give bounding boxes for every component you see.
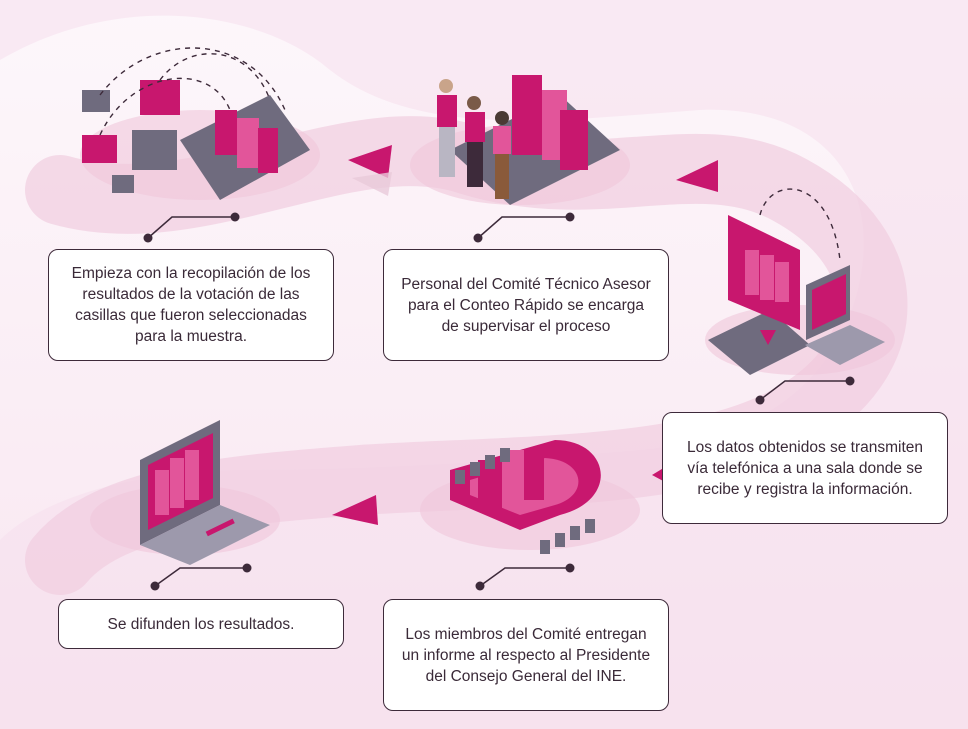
step-5-box: Se difunden los resultados. (58, 599, 344, 649)
step-4-text: Los miembros del Comité entregan un info… (401, 625, 651, 685)
step-5-text: Se difunden los resultados. (107, 615, 295, 633)
meeting-table-icon (420, 440, 640, 554)
arrow-right-icon (676, 160, 718, 192)
computer-icon (705, 188, 895, 375)
step-2-text: Personal del Comité Técnico Asesor para … (401, 275, 651, 335)
step-1-text: Empieza con la recopilación de los resul… (71, 265, 311, 345)
step-2-box: Personal del Comité Técnico Asesor para … (383, 249, 669, 361)
step-3-text: Los datos obtenidos se transmiten vía te… (686, 438, 924, 498)
people-icon (410, 75, 630, 205)
laptop-icon (90, 420, 280, 565)
arrow-right-icon (348, 145, 392, 178)
step-4-box: Los miembros del Comité entregan un info… (383, 599, 669, 711)
step-3-box: Los datos obtenidos se transmiten vía te… (662, 412, 948, 524)
ballot-box-icon (80, 47, 320, 200)
arrow-left-icon (332, 495, 378, 525)
step-1-box: Empieza con la recopilación de los resul… (48, 249, 334, 361)
